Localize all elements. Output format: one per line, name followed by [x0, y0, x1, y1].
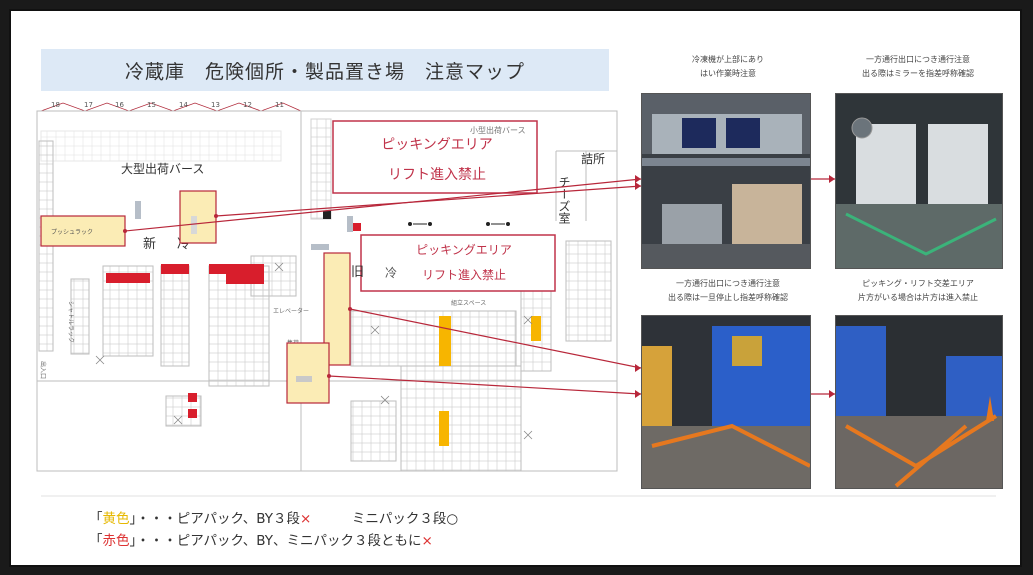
yellow-zone-block [531, 316, 541, 341]
photo-crossing-area [835, 315, 1003, 489]
direction-arrow [311, 244, 329, 250]
caption-line: 一方通行出口につき通行注意 [866, 55, 970, 64]
connector-line [349, 308, 642, 369]
caption-line: 出る際はミラーを指差呼称確認 [862, 69, 974, 78]
no-lift-label: リフト進入禁止 [388, 167, 486, 183]
caption-line: ピッキング・リフト交差エリア [862, 279, 974, 288]
elevator-label: エレベーター [273, 307, 309, 315]
red-zone-block [188, 393, 197, 402]
old-freezer-label-a: 旧 [351, 265, 364, 280]
shuttle-rack-label: シャトルラック [67, 301, 74, 343]
photo-caption: 一方通行出口につき通行注意 出る際はミラーを指差呼称確認 [833, 53, 1003, 81]
red-zone-block [106, 273, 150, 283]
photo-caption: 冷凍機が上部にあり はい作業時注意 [643, 53, 813, 81]
bay-number: 12 [243, 101, 252, 109]
direction-arrow [347, 216, 353, 232]
caption-line: はい作業時注意 [700, 69, 756, 78]
picking-area-box-bottom [360, 234, 556, 292]
bay-number: 16 [115, 101, 124, 109]
photo-freezer-unit [641, 93, 811, 269]
red-zone-block [323, 211, 331, 219]
x-mark [173, 415, 183, 425]
floor-map: 18 17 16 15 14 13 12 11 [36, 101, 996, 497]
assembly-space-label: 組立スペース [451, 299, 486, 307]
push-rack-label: プッシュラック [51, 229, 93, 236]
x-mark [523, 430, 533, 440]
bay-number: 15 [147, 101, 156, 109]
highlight-zone-new [179, 190, 217, 244]
legend-red-word: 赤色 [102, 533, 130, 549]
legend-x-mark: × [421, 533, 433, 549]
yellow-zone-block [439, 411, 449, 446]
bay-number: 17 [84, 101, 93, 109]
red-zone-block [353, 223, 361, 231]
picking-area-box-top [332, 120, 538, 194]
legend-yellow-text: 」・・・ピアパック、BY３段 [129, 511, 301, 527]
large-shipping-berth-label: 大型出荷バース [121, 162, 204, 176]
picking-area-label: ピッキングエリア [416, 243, 512, 257]
legend-yellow-tail: ミニパック３段○ [311, 511, 459, 527]
bay-number: 14 [179, 101, 188, 109]
page-title: 冷蔵庫 危険個所・製品置き場 注意マップ [41, 49, 609, 91]
entrance-label: 出入口 [39, 361, 47, 379]
photo-caption: 一方通行出口につき通行注意 出る際は一旦停止し指差呼称確認 [643, 277, 813, 305]
direction-arrow [135, 201, 141, 219]
legend-yellow-word: 黄色 [102, 511, 130, 527]
poster-sheet: 冷蔵庫 危険個所・製品置き場 注意マップ 18 17 16 15 14 13 1… [9, 9, 1022, 567]
office-label: 詰所 [581, 151, 605, 166]
push-rack-zone [40, 215, 126, 247]
photo-exit-mirror [835, 93, 1003, 269]
connector-line [124, 178, 642, 232]
legend-bracket: 「 [89, 511, 103, 527]
connector-line [328, 375, 642, 395]
legend-red-text: 」・・・ピアパック、BY、ミニパック３段ともに [129, 533, 422, 549]
connector-line [215, 185, 642, 217]
small-shipping-berth-label: 小型出荷バース [470, 125, 526, 135]
legend-yellow: 「黄色」・・・ピアパック、BY３段× ミニパック３段○ [89, 507, 458, 527]
new-freezer-label-a: 新 [143, 236, 156, 252]
x-mark [370, 325, 380, 335]
legend-bracket: 「 [89, 533, 103, 549]
bay-number: 13 [211, 101, 220, 109]
photo-exit-stop [641, 315, 811, 489]
cheese-room-label: チーズ室 [557, 176, 571, 224]
caption-line: 冷凍機が上部にあり [692, 55, 764, 64]
picking-area-label: ピッキングエリア [381, 137, 493, 153]
red-zone-block [161, 264, 189, 274]
photo-caption: ピッキング・リフト交差エリア 片方がいる場合は片方は進入禁止 [833, 277, 1003, 305]
x-mark [380, 395, 390, 405]
yellow-zone-block [439, 316, 451, 366]
highlight-zone-exit [286, 342, 330, 404]
x-mark [95, 355, 105, 365]
red-zone-block [188, 409, 197, 418]
x-mark [274, 262, 284, 272]
legend-x-mark: × [300, 511, 312, 527]
dock-zigzag [40, 102, 302, 112]
caption-line: 片方がいる場合は片方は進入禁止 [858, 293, 978, 302]
bay-number: 18 [51, 101, 60, 109]
red-zone-block [226, 274, 264, 284]
legend-red: 「赤色」・・・ピアパック、BY、ミニパック３段ともに× [89, 529, 433, 549]
old-freezer-label-b: 冷 [385, 266, 397, 280]
caption-line: 一方通行出口につき通行注意 [676, 279, 780, 288]
caption-line: 出る際は一旦停止し指差呼称確認 [668, 293, 788, 302]
bay-number: 11 [275, 101, 284, 109]
no-lift-label: リフト進入禁止 [422, 268, 506, 282]
red-zone-block [209, 264, 264, 274]
x-mark [523, 315, 533, 325]
